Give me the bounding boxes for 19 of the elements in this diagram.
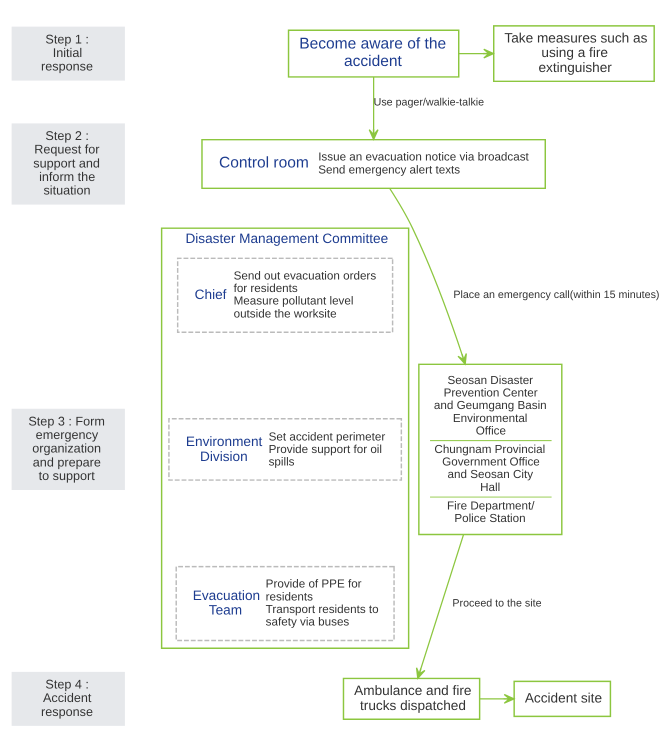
arrow xyxy=(389,188,467,365)
node-box: Become aware of the accident xyxy=(288,30,460,78)
node-box: Ambulance and fire trucks dispatched xyxy=(342,678,480,720)
node-box: Control room Issue an evacuation notice via broadcast Send emergency alert texts xyxy=(201,138,546,190)
node-box: Step 4 : Accident response xyxy=(12,672,125,726)
node-box: Step 1 : Initial response xyxy=(12,26,125,81)
node-box: Step 3 : Form emergency organization and prepare to support xyxy=(12,408,125,490)
node-box: Take measures such as using a fire extinguisher xyxy=(493,25,655,82)
node-box: Evacuation Team Provide of PPE for residents Transport residents to safety via buses xyxy=(175,566,395,642)
arrow xyxy=(368,77,379,140)
arrow xyxy=(480,694,515,704)
node-box: Seosan Disaster Prevention Center and Geumgang Basin Environmental Office Chungnam Provincial Government Office and Seosan City Hall Fire Department/ Police Station xyxy=(418,364,563,536)
node-box: Accident site xyxy=(513,680,612,718)
node-box: Step 2 : Request for support and inform the situation xyxy=(12,123,125,205)
arrow xyxy=(416,534,464,679)
edge-label: Place an emergency call(within 15 minutes) xyxy=(453,288,660,301)
edge-label: Use pager/walkie-talkie xyxy=(374,96,484,108)
arrow xyxy=(458,48,494,59)
edge-label: Proceed to the site xyxy=(452,597,542,610)
